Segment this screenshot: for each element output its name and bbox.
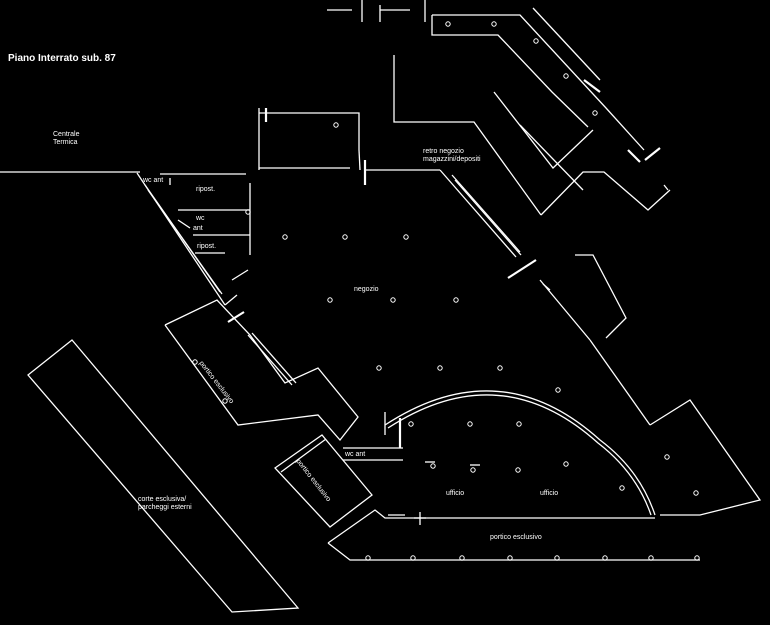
column bbox=[410, 555, 416, 561]
column bbox=[533, 38, 539, 44]
column bbox=[592, 110, 598, 116]
label-line: retro negozio bbox=[423, 148, 464, 155]
room-label-wc: wc bbox=[196, 215, 205, 222]
label-line: corte esclusiva/ bbox=[138, 496, 187, 503]
service-block bbox=[136, 172, 251, 306]
column bbox=[563, 73, 569, 79]
column bbox=[333, 122, 339, 128]
office-arc bbox=[384, 390, 656, 516]
column bbox=[365, 555, 371, 561]
column bbox=[554, 555, 560, 561]
room-label-antibagno: ant bbox=[193, 225, 203, 232]
plan-title: Piano Interrato sub. 87 bbox=[8, 53, 116, 64]
label-line: Termica bbox=[53, 139, 78, 146]
room-label-wc-ant: wc ant bbox=[143, 177, 164, 184]
column bbox=[430, 463, 436, 469]
structural-columns bbox=[192, 21, 700, 561]
column bbox=[515, 467, 521, 473]
column bbox=[664, 454, 670, 460]
room-label-ufficio-left: ufficio bbox=[446, 490, 465, 497]
diagonal-corridor bbox=[439, 169, 762, 516]
column bbox=[648, 555, 654, 561]
room-label-ripostiglio: ripost. bbox=[196, 186, 216, 193]
column bbox=[693, 490, 699, 496]
label-line: Centrale bbox=[53, 131, 80, 138]
bottom-portico-walls bbox=[327, 509, 700, 561]
column bbox=[222, 398, 228, 404]
column bbox=[245, 209, 251, 215]
column bbox=[437, 365, 443, 371]
column bbox=[555, 387, 561, 393]
room-label-portico-bottom: portico esclusivo bbox=[490, 534, 542, 541]
room-label-ufficio-right: ufficio bbox=[540, 490, 559, 497]
column bbox=[516, 421, 522, 427]
centre-north-walls bbox=[0, 108, 440, 185]
room-label-retro-negozio: retro negozio magazzini/depositi bbox=[423, 148, 481, 164]
portico-mid-walls bbox=[274, 412, 403, 528]
column bbox=[619, 485, 625, 491]
column bbox=[342, 234, 348, 240]
column bbox=[459, 555, 465, 561]
column bbox=[467, 421, 473, 427]
column bbox=[470, 467, 476, 473]
column bbox=[602, 555, 608, 561]
column bbox=[282, 234, 288, 240]
column bbox=[497, 365, 503, 371]
column bbox=[694, 555, 700, 561]
label-line: magazzini/depositi bbox=[423, 156, 481, 163]
column bbox=[453, 297, 459, 303]
column bbox=[445, 21, 451, 27]
column bbox=[491, 21, 497, 27]
top-entrance-walls bbox=[327, 0, 426, 22]
upper-right-walls bbox=[393, 7, 671, 339]
room-label-corte-esclusiva: corte esclusiva/ parcheggi esterni bbox=[138, 496, 192, 512]
room-label-wc-ant-mid: wc ant bbox=[345, 451, 366, 458]
column bbox=[376, 365, 382, 371]
portico-left-walls bbox=[164, 299, 359, 442]
column bbox=[192, 359, 198, 365]
room-label-negozio: negozio bbox=[354, 286, 379, 293]
column bbox=[507, 555, 513, 561]
column bbox=[390, 297, 396, 303]
room-label-ripostiglio-2: ripost. bbox=[197, 243, 217, 250]
label-line: parcheggi esterni bbox=[138, 504, 192, 511]
room-label-centrale-termica: Centrale Termica bbox=[53, 131, 79, 147]
column bbox=[563, 461, 569, 467]
column bbox=[327, 297, 333, 303]
corte-esclusiva-walls bbox=[27, 339, 300, 613]
column bbox=[408, 421, 414, 427]
column bbox=[403, 234, 409, 240]
